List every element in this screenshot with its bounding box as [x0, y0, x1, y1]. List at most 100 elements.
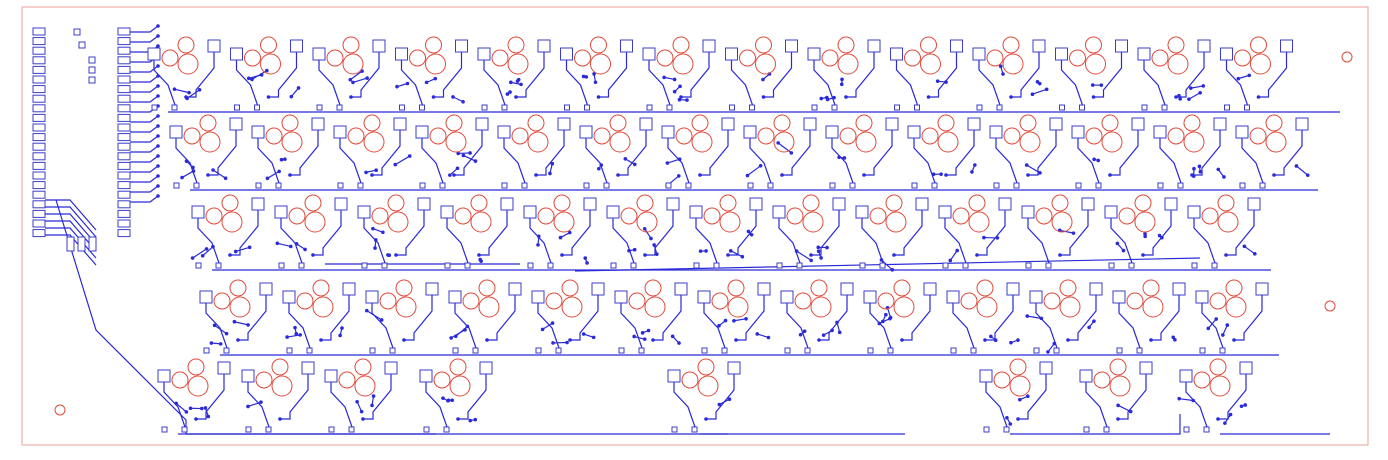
trace [404, 295, 433, 341]
smd-pad [829, 182, 836, 189]
smd-pad [970, 347, 977, 354]
trace [130, 35, 159, 43]
via [514, 95, 518, 99]
via [224, 331, 229, 336]
footprint-hole [177, 53, 199, 75]
footprint-hole [1201, 207, 1219, 225]
trace [280, 374, 309, 420]
via [732, 318, 736, 323]
via [453, 334, 458, 339]
footprint-hole [445, 114, 463, 132]
trace [869, 303, 892, 349]
trace [330, 382, 353, 428]
footprint-hole [636, 194, 654, 212]
trace [363, 374, 392, 420]
pad [32, 37, 46, 46]
footprint-hole [304, 211, 326, 233]
via [651, 338, 655, 342]
via [652, 243, 656, 247]
footprint-hole [161, 49, 179, 67]
smd-pad [195, 262, 202, 269]
via [156, 24, 160, 28]
via [955, 248, 959, 253]
trace [782, 130, 811, 176]
trace [1027, 218, 1050, 264]
footprint-hole [379, 292, 397, 310]
trace [786, 303, 809, 349]
smd-pad [1211, 262, 1218, 269]
via [816, 245, 821, 250]
footprint-hole [711, 292, 729, 310]
trace [452, 96, 464, 103]
pad [1153, 125, 1167, 139]
footprint-hole [986, 49, 1004, 67]
footprint-hole [561, 296, 583, 318]
smd-pad [630, 262, 637, 269]
trace [1010, 414, 1181, 435]
trace [45, 206, 97, 238]
smd-pad [1103, 426, 1110, 433]
trace [977, 210, 1006, 256]
via [599, 163, 604, 167]
smd-pad [361, 262, 368, 269]
pad [1081, 197, 1095, 211]
trace [1028, 130, 1057, 176]
trace [537, 303, 560, 349]
trace [1011, 52, 1040, 98]
trace [363, 218, 386, 264]
trace [673, 382, 696, 428]
via [837, 330, 842, 335]
via [1005, 415, 1009, 420]
smd-pad [265, 426, 272, 433]
trace [570, 295, 599, 341]
footprint-hole [288, 207, 306, 225]
trace [248, 74, 262, 79]
pad [606, 205, 620, 219]
footprint-hole [672, 53, 694, 75]
pad [1115, 39, 1128, 53]
via [592, 72, 596, 76]
via [311, 253, 315, 257]
pad [1137, 47, 1151, 61]
via [632, 247, 637, 252]
via [568, 338, 572, 342]
footprint-hole [1051, 194, 1069, 212]
via [395, 84, 399, 89]
via [830, 328, 834, 333]
smd-pad [203, 347, 210, 354]
via [364, 308, 369, 313]
pad [923, 282, 937, 296]
trace [618, 130, 647, 176]
pad [88, 76, 96, 84]
pad [989, 125, 1003, 139]
footprint-hole [1126, 292, 1144, 310]
via [1236, 76, 1241, 81]
via [643, 253, 647, 257]
via [717, 402, 722, 407]
footprint-hole [363, 114, 381, 132]
via [374, 168, 378, 173]
via [995, 236, 1000, 240]
trace [455, 325, 468, 337]
pad [972, 47, 986, 61]
footprint-hole [338, 371, 356, 389]
smd-pad [527, 262, 534, 269]
smd-pad [749, 104, 755, 111]
via [405, 81, 410, 86]
footprint-hole [281, 131, 303, 153]
footprint-hole [757, 127, 775, 145]
via [465, 324, 470, 329]
footprint-hole [719, 194, 737, 212]
footprint-hole [296, 292, 314, 310]
smd-pad [721, 347, 728, 354]
pad [32, 123, 46, 132]
footprint-hole [802, 194, 820, 212]
footprint-hole [363, 131, 385, 153]
footprint-hole [449, 375, 471, 397]
trace [1151, 295, 1180, 341]
pad [117, 152, 131, 161]
via [879, 258, 884, 262]
footprint-hole [960, 292, 978, 310]
smd-pad [255, 182, 262, 189]
trace [356, 401, 363, 412]
